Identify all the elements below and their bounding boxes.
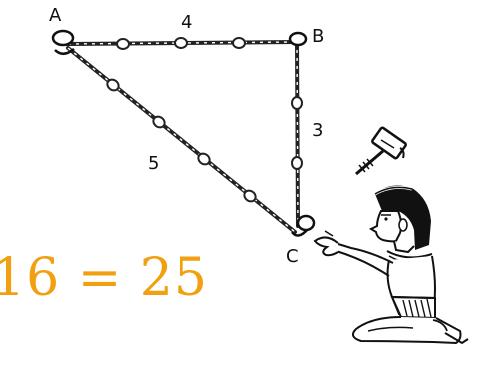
- peg-c: [298, 216, 314, 230]
- vertex-label-a: A: [49, 7, 61, 25]
- rope-bc: [292, 42, 302, 226]
- side-label-ac: 5: [148, 155, 159, 173]
- knot-bc-1: [292, 97, 302, 109]
- equation-text: 16 = 25: [0, 252, 208, 304]
- rope-ab: [68, 38, 297, 49]
- hammer-icon: [356, 127, 406, 174]
- knot-bc-2: [292, 157, 302, 169]
- knot-ab-1: [117, 39, 129, 49]
- vertex-label-b: B: [312, 28, 324, 46]
- rope-ac: [68, 48, 295, 232]
- knot-ab-2: [175, 38, 187, 48]
- knot-ab-3: [233, 38, 245, 48]
- vertex-label-c: C: [286, 248, 299, 266]
- peg-a: [53, 31, 73, 45]
- side-label-ab: 4: [181, 14, 192, 32]
- side-label-bc: 3: [312, 122, 323, 140]
- peg-b: [290, 33, 306, 45]
- egyptian-figure: [315, 186, 468, 343]
